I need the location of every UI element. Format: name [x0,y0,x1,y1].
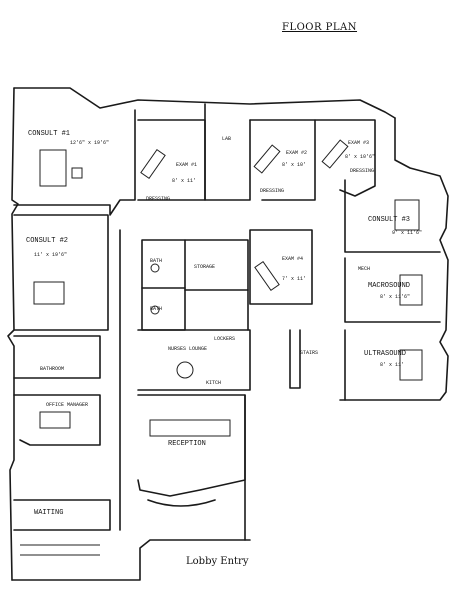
exam2-table [253,144,281,174]
wall-exam1 [137,119,206,201]
room-label-macro: MACROSOUND [368,282,411,290]
room-label-reception: RECEPTION [168,440,206,448]
exam1-table [140,148,166,180]
wall-bathroom [13,335,101,379]
room-label-exam3: EXAM #3 [348,140,370,146]
exam4-table [254,260,280,292]
wall-consult2 [13,214,109,331]
bath-fixture-2 [150,305,160,315]
room-label-consult3: CONSULT #3 [368,216,411,224]
wall-office [13,394,101,446]
room-size-consult2: 11' x 19'6" [34,252,68,258]
bath-fixture-1 [150,263,160,273]
room-size-consult3: 9' x 11'6" [392,230,423,236]
outer-wall-right [339,117,449,401]
room-size-consult1: 12'6" x 19'6" [70,140,110,146]
ultrasound-table [399,349,423,381]
wall-consult1 [13,109,136,216]
wall-reception-curve [147,499,216,507]
room-size-exam3: 8' x 10'6" [345,154,376,160]
wall-exam3 [314,119,376,197]
lounge-table [176,361,194,379]
room-label-exam2: EXAM #2 [286,150,308,156]
exam3-table [321,139,349,169]
outer-wall-top [13,87,396,119]
room-label-exam1: EXAM #1 [176,162,198,168]
room-size-macro: 8' x 11'6" [380,294,411,300]
wall-storage [184,239,249,291]
consult1-chair [71,167,83,179]
room-label-nurses: NURSES LOUNGE [168,346,208,352]
consult2-desk [33,281,65,305]
label-stairs: STAIRS [300,350,319,356]
room-size-ultrasound: 8' x 11' [380,362,405,368]
wall-lounge [137,329,251,391]
room-label-bathroom: BATHROOM [40,366,65,372]
room-label-bath1: BATH [150,258,163,264]
room-label-consult1: CONSULT #1 [28,130,71,138]
wall-macro [344,257,441,323]
wall-consult3 [344,179,441,253]
lobby-entry-label: Lobby Entry [186,556,249,567]
label-lockers: LOCKERS [214,336,236,342]
room-label-consult2: CONSULT #2 [26,237,69,245]
consult3-desk [394,199,420,231]
label-dressing-3: DRESSING [350,168,375,174]
outer-wall-left [7,87,19,581]
macro-table [399,274,423,306]
room-size-exam4: 7' x 11' [282,276,307,282]
wall-lab [204,103,251,201]
room-size-exam2: 8' x 10' [282,162,307,168]
outer-wall-bottom [11,539,251,581]
room-label-kitchen: KITCH [206,380,222,386]
room-label-ultrasound: ULTRASOUND [364,350,407,358]
room-label-waiting: WAITING [34,509,64,517]
wall-baths [141,239,186,331]
wall-stairs [289,329,301,389]
wall-exam4 [249,229,313,305]
room-label-bath2: BATH [150,306,163,312]
wall-exam2 [249,119,316,201]
room-label-exam4: EXAM #4 [282,256,304,262]
reception-desk [149,419,231,437]
label-dressing-1: DRESSING [146,196,171,202]
consult1-desk [39,149,67,187]
page-title: FLOOR PLAN [282,22,358,33]
label-mech: MECH [358,266,371,272]
room-label-office: OFFICE MANAGER [46,402,89,408]
wall-waiting [13,499,111,531]
office-desk [39,411,71,429]
room-label-lab: LAB [222,136,232,142]
room-size-exam1: 8' x 11' [172,178,197,184]
label-dressing-2: DRESSING [260,188,285,194]
label-storage: STORAGE [194,264,216,270]
waiting-chairs [20,544,100,556]
